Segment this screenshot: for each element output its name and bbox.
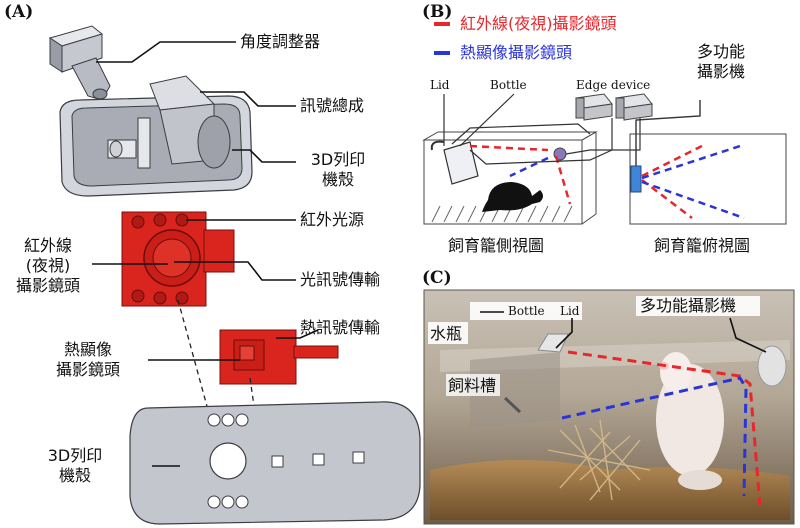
thermal-camera-device	[219, 329, 339, 385]
side-view-caption: 飼育籠側視圖	[448, 236, 545, 255]
thermal-camera-label-line1: 熱顯像	[63, 340, 112, 359]
legend-thermal-label: 熱顯像攝影鏡頭	[460, 43, 573, 62]
edge-device-icons	[575, 93, 653, 121]
ir-light-label: 紅外光源	[300, 210, 365, 229]
optical-signal-label: 光訊號傳輸	[300, 270, 381, 289]
ir-camera-label-line3: 攝影鏡頭	[15, 276, 80, 295]
side-view-cage	[422, 118, 641, 225]
bottom-shell-label-line1: 3D列印	[47, 446, 103, 465]
top-shell-label-line2: 機殼	[321, 170, 354, 189]
bottom-shell-part	[129, 401, 421, 525]
feeder-label: 飼料槽	[448, 376, 497, 395]
angle-adjuster-label: 角度調整器	[240, 32, 321, 51]
multi-camera-label-c: 多功能攝影機	[640, 296, 737, 315]
ir-camera-label: 紅外線 (夜視) 攝影鏡頭	[6, 236, 90, 296]
panel-a-leader-lines	[92, 41, 319, 467]
thermal-camera-label: 熱顯像 攝影鏡頭	[40, 340, 136, 380]
legend-ir-label: 紅外線(夜視)攝影鏡頭	[460, 14, 617, 33]
multi-camera-label-b: 多功能 攝影機	[686, 42, 756, 82]
water-bottle-label: 水瓶	[430, 324, 463, 343]
bottle-label-b: Bottle	[490, 78, 527, 92]
bottle-label-c: Bottle	[508, 304, 545, 318]
top-shell-part	[59, 75, 253, 197]
ir-camera-device	[121, 211, 235, 307]
top-shell-label-line1: 3D列印	[310, 150, 366, 169]
ir-camera-label-line2: (夜視)	[25, 256, 71, 275]
panel-a-label: (A)	[4, 2, 34, 22]
top-view-caption: 飼育籠俯視圖	[654, 236, 751, 255]
angle-adjuster-part	[48, 25, 111, 101]
bottom-shell-label-line2: 機殼	[58, 466, 91, 485]
top-shell-label: 3D列印 機殼	[300, 150, 376, 190]
ir-camera-label-line1: 紅外線	[23, 236, 72, 255]
top-view-cage	[629, 100, 787, 225]
panel-b-label: (B)	[422, 2, 453, 22]
multi-camera-label-b-line2: 攝影機	[696, 62, 745, 81]
multi-camera-label-b-line1: 多功能	[696, 42, 745, 61]
cage-photo	[423, 289, 795, 525]
panel-c-label: (C)	[422, 268, 452, 288]
lid-label-b: Lid	[430, 78, 450, 92]
lid-label-c: Lid	[560, 304, 580, 318]
thermal-signal-label: 熱訊號傳輸	[300, 318, 381, 337]
bottom-shell-label: 3D列印 機殼	[30, 446, 120, 486]
signal-assembly-label: 訊號總成	[300, 96, 365, 115]
thermal-camera-label-line2: 攝影鏡頭	[55, 360, 120, 379]
edge-device-label: Edge device	[576, 78, 651, 92]
